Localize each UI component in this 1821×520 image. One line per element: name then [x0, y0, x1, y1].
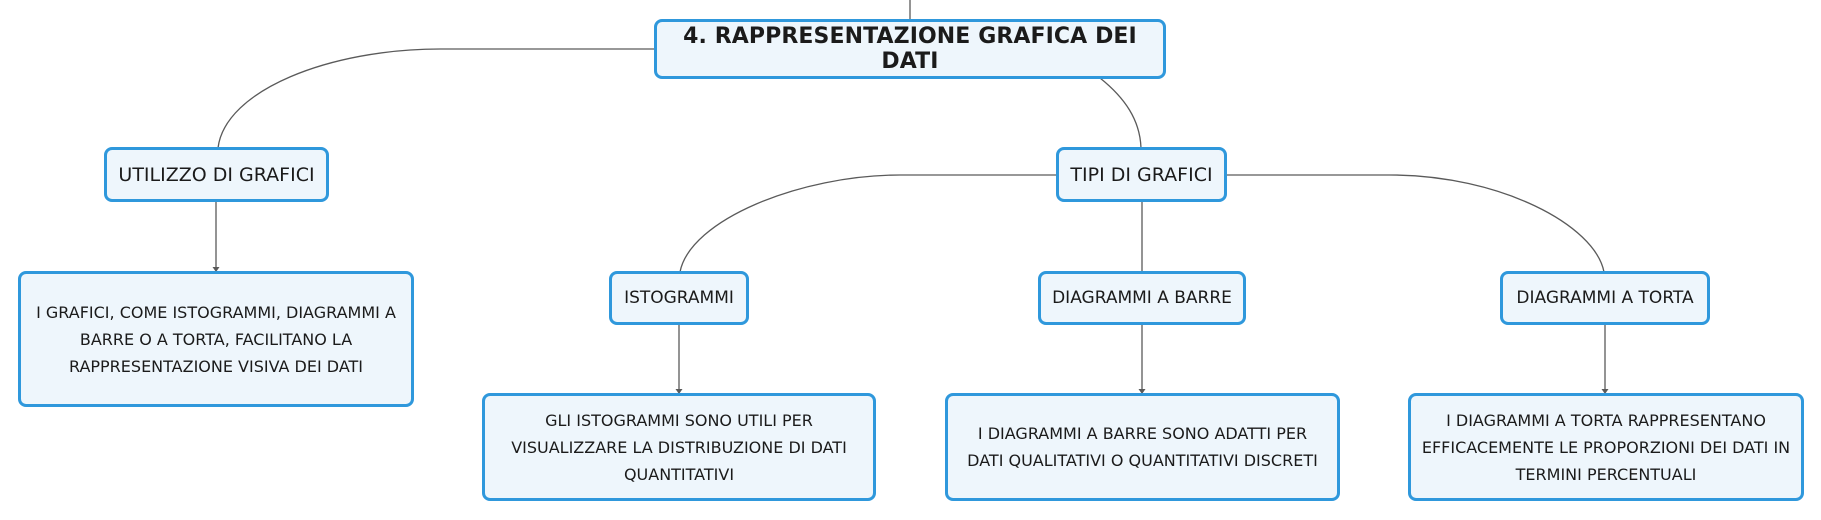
arrowhead-barre-description [1138, 389, 1146, 394]
arrowhead-istogrammi-description [675, 389, 683, 394]
arrowhead-torta-description [1601, 389, 1609, 394]
description-text-diagrammi-a-barre: I DIAGRAMMI A BARRE SONO ADATTI PER DATI… [967, 424, 1318, 470]
topic-node-utilizzo-di-grafici[interactable]: UTILIZZO DI GRAFICI [104, 147, 329, 202]
description-node-diagrammi-a-barre[interactable]: I DIAGRAMMI A BARRE SONO ADATTI PER DATI… [945, 393, 1340, 501]
description-node-utilizzo[interactable]: I GRAFICI, COME ISTOGRAMMI, DIAGRAMMI A … [18, 271, 414, 407]
connector-tipi-istogrammi [679, 174, 1057, 273]
description-node-diagrammi-a-torta[interactable]: I DIAGRAMMI A TORTA RAPPRESENTANO EFFICA… [1408, 393, 1804, 501]
topic-node-tipi-di-grafici[interactable]: TIPI DI GRAFICI [1056, 147, 1227, 202]
root-topic-label: 4. RAPPRESENTAZIONE GRAFICA DEI DATI [683, 24, 1137, 74]
subtopic-node-diagrammi-a-barre[interactable]: DIAGRAMMI A BARRE [1038, 271, 1246, 325]
description-node-istogrammi[interactable]: GLI ISTOGRAMMI SONO UTILI PER VISUALIZZA… [482, 393, 876, 501]
topic-label-tipi-di-grafici: TIPI DI GRAFICI [1070, 163, 1213, 186]
connector-root-utilizzo [217, 48, 655, 149]
description-text-diagrammi-a-torta: I DIAGRAMMI A TORTA RAPPRESENTANO EFFICA… [1421, 410, 1791, 484]
subtopic-node-istogrammi[interactable]: ISTOGRAMMI [609, 271, 749, 325]
description-text-utilizzo: I GRAFICI, COME ISTOGRAMMI, DIAGRAMMI A … [36, 302, 396, 376]
description-text-istogrammi: GLI ISTOGRAMMI SONO UTILI PER VISUALIZZA… [511, 410, 847, 484]
connector-root-tipi [1099, 77, 1142, 149]
subtopic-label-diagrammi-a-barre: DIAGRAMMI A BARRE [1052, 288, 1232, 308]
connector-tipi-torta [1226, 174, 1605, 273]
subtopic-label-istogrammi: ISTOGRAMMI [624, 288, 734, 308]
root-topic-node[interactable]: 4. RAPPRESENTAZIONE GRAFICA DEI DATI [654, 19, 1166, 79]
subtopic-node-diagrammi-a-torta[interactable]: DIAGRAMMI A TORTA [1500, 271, 1710, 325]
subtopic-label-diagrammi-a-torta: DIAGRAMMI A TORTA [1516, 288, 1694, 308]
topic-label-utilizzo-di-grafici: UTILIZZO DI GRAFICI [118, 163, 315, 186]
arrowhead-utilizzo-description [212, 267, 220, 272]
